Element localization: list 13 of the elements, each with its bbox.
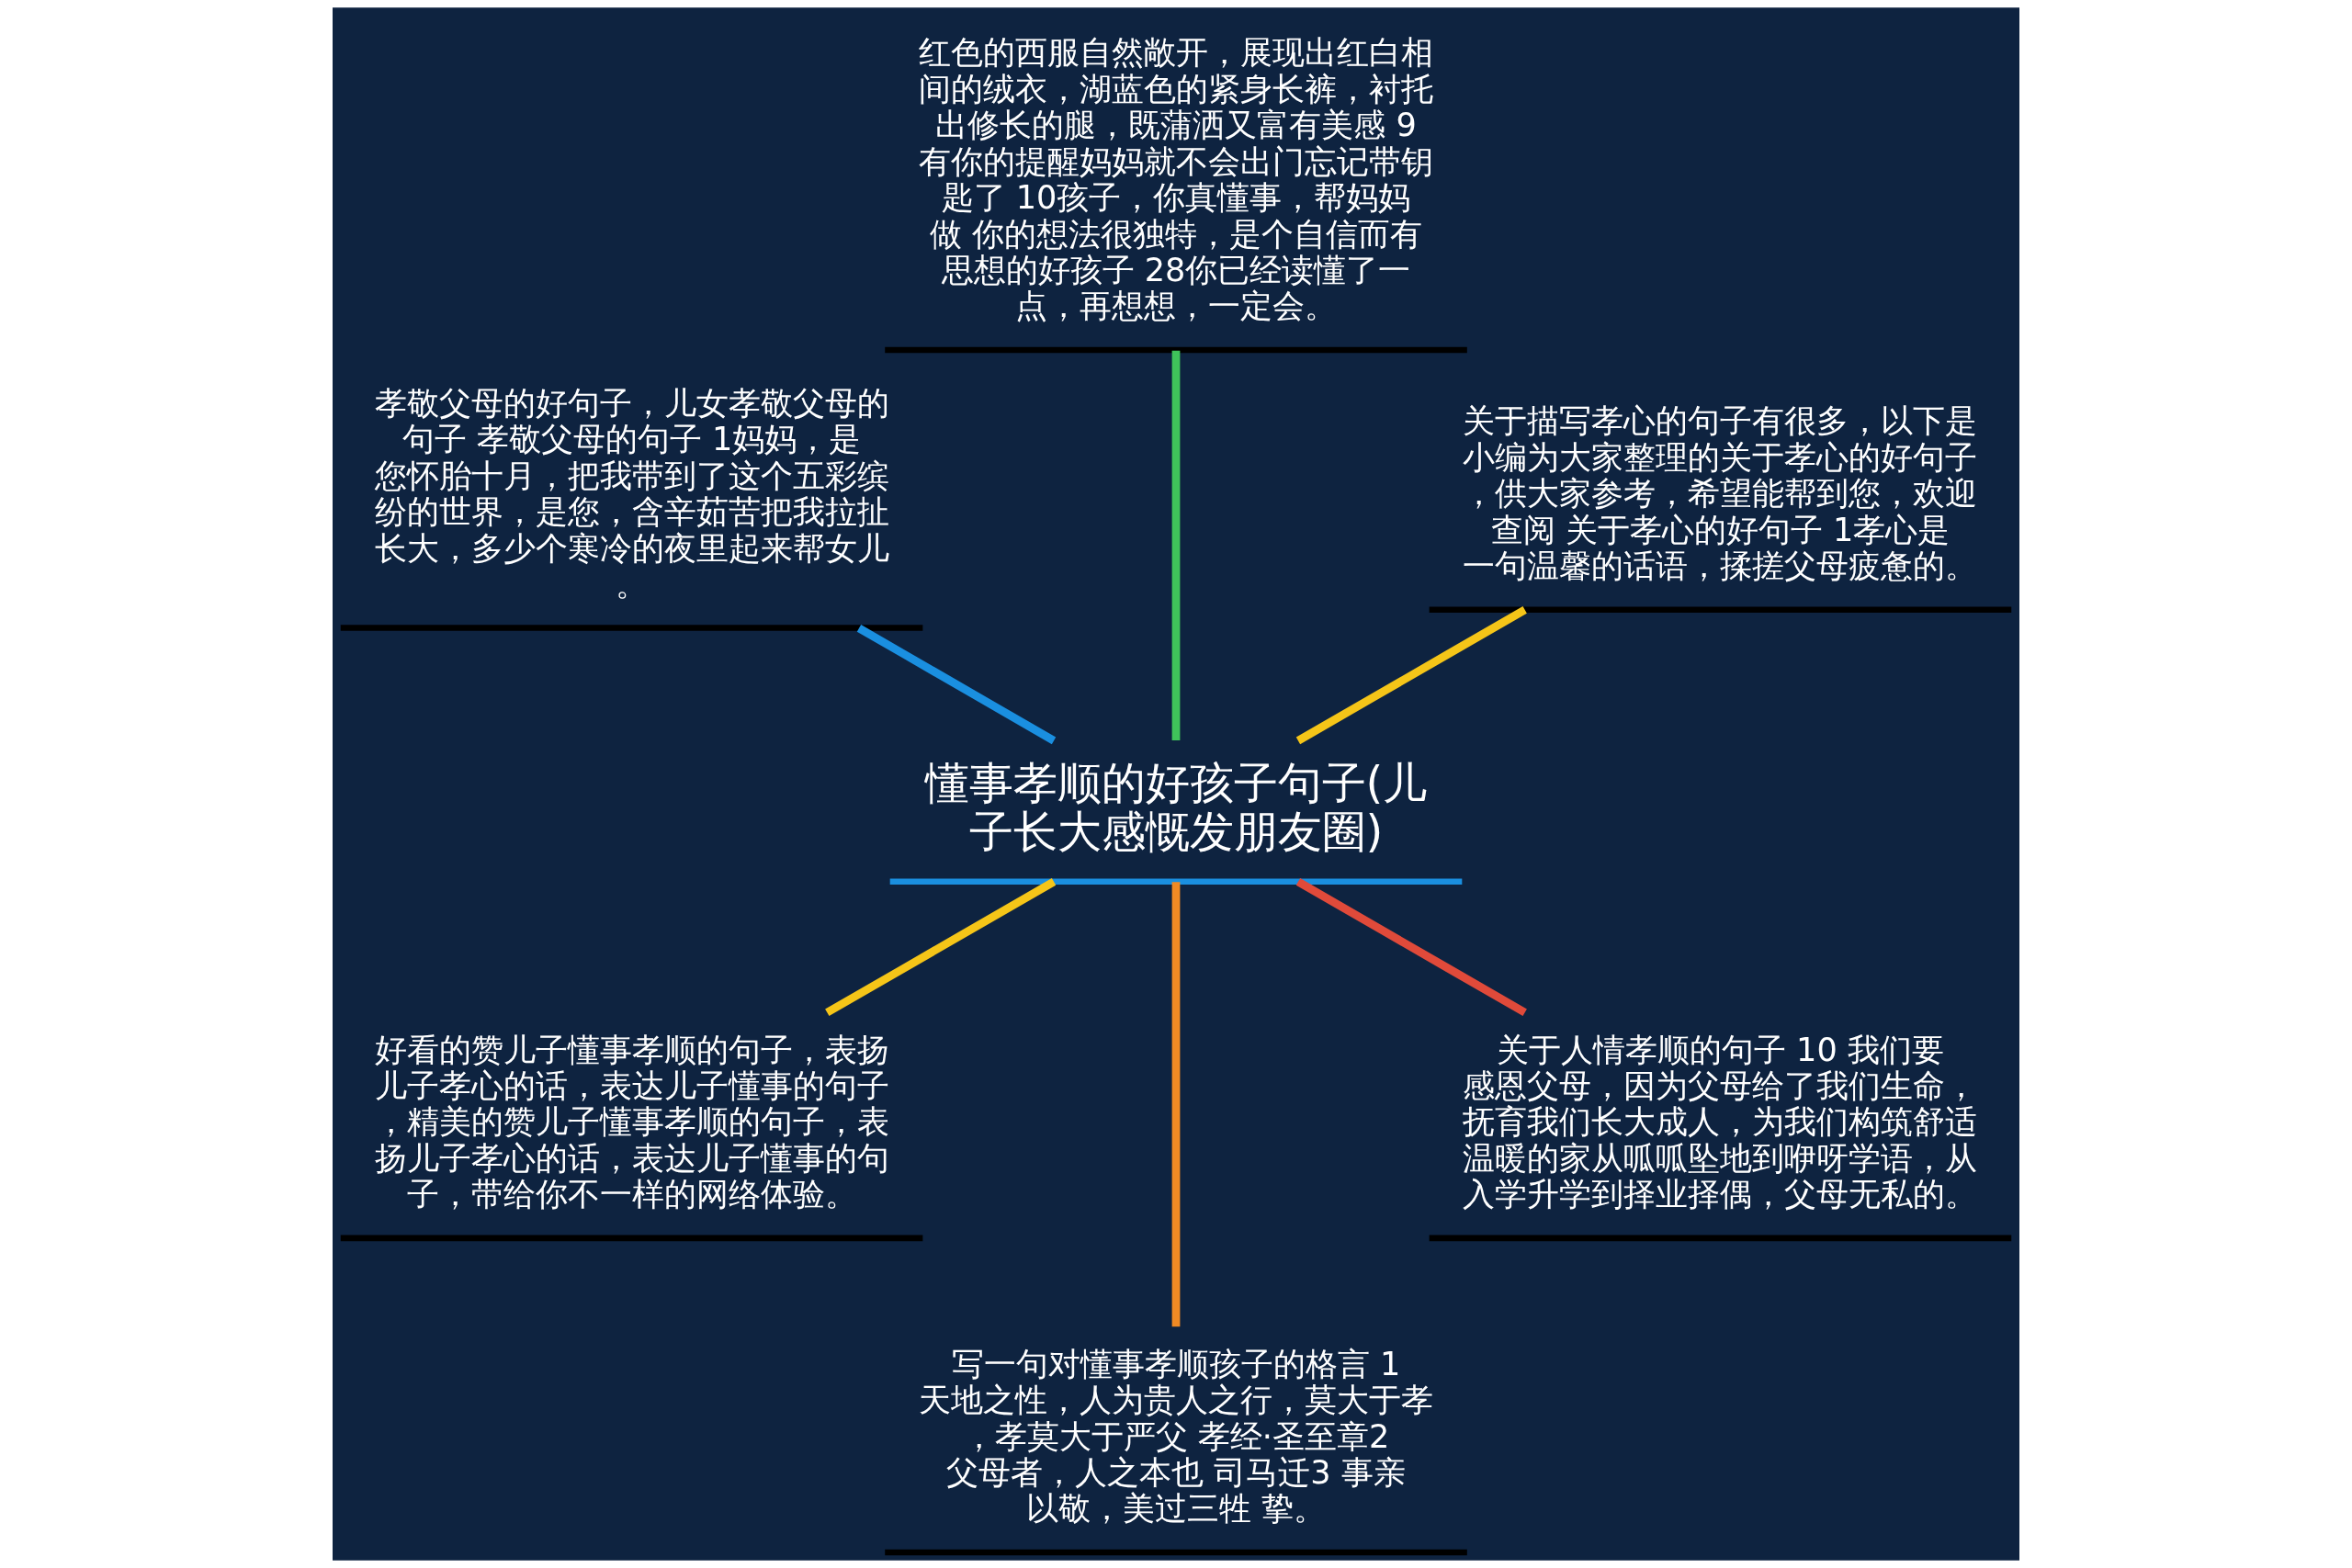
node-text: 关于描写孝心的句子有很多，以下是小编为大家整理的关于孝心的好句子，供大家参考，希望能帮到您，欢迎查阅 关于孝心的好句子 1孝心是一句温馨的话语，揉搓父母疲惫的。: [1463, 401, 1978, 585]
node-text: 好看的赞儿子懂事孝顺的句子，表扬儿子孝心的话，表达儿子懂事的句子，精美的赞儿子懂事孝顺的句子，表扬儿子孝心的话，表达儿子懂事的句子，带给你不一样的网络体验。: [374, 1030, 889, 1213]
node-text: 写一句对懂事孝顺孩子的格言 1 天地之性，人为贵人之行，莫大于孝，孝莫大于严父 孝经·圣至章2 父母者，人之本也 司马迁3 事亲以敬，美过三牲 挚。: [919, 1344, 1434, 1528]
node-text: 懂事孝顺的好孩子句子(儿子长大感慨发朋友圈): [924, 757, 1428, 857]
connector: [1171, 350, 1181, 740]
connector: [1295, 606, 1527, 745]
node-text: 孝敬父母的好句子，儿女孝敬父母的句子 孝敬父母的句子 1妈妈，是您怀胎十月，把我带到了这个五彩缤纷的世界，是您，含辛茹苦把我拉扯长大，多少个寒冷的夜里起来帮女儿。: [374, 383, 889, 604]
connector: [1295, 878, 1527, 1017]
connector: [856, 625, 1057, 745]
connector: [825, 878, 1057, 1017]
node-text: 关于人情孝顺的句子 10 我们要感恩父母，因为父母给了我们生命，抚育我们长大成人，为我们构筑舒适温暖的家从呱呱坠地到咿呀学语，从入学升学到择业择偶，父母无私的。: [1463, 1030, 1978, 1213]
node-text: 红色的西服自然敞开，展现出红白相间的绒衣，湖蓝色的紧身长裤，衬托出修长的腿，既蒲洒又富有美感 9有你的提醒妈妈就不会出门忘记带钥匙了 10孩子，你真懂事，帮妈妈做 你的想法很独特，是个自信而有思想的好孩子 28你已经读懂了一点，再想想，一定会。: [919, 33, 1434, 325]
connector: [1171, 882, 1181, 1327]
